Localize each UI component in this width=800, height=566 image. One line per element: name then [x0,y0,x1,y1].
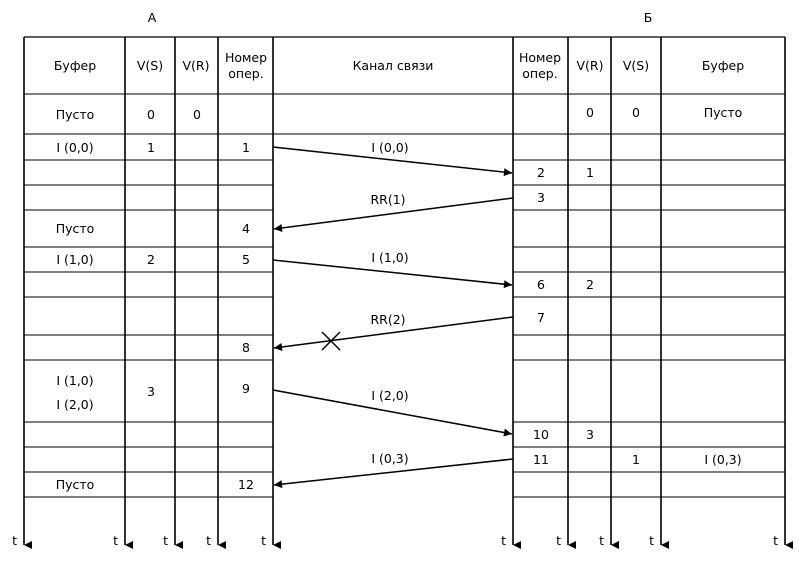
header-a-num-line1: Номер [225,50,267,65]
message-arrow-a-to-b [272,389,513,437]
cell-b-vs: 1 [632,452,640,467]
message-label: I (0,3) [371,451,408,466]
cell-b-op: 3 [537,190,545,205]
cell-b-buffer: Пусто [704,105,743,120]
message-label: I (0,0) [371,140,408,155]
message-arrow-b-to-a [273,458,514,489]
time-label: t [113,533,118,548]
time-axes [23,37,793,549]
message-arrow-a-to-b [272,146,513,177]
station-b-vs-cells: 0 1 [632,105,640,467]
cell-a-buffer: Пусто [56,477,95,492]
cell-a-op: 4 [242,221,250,236]
message-arrow-a-to-b [272,259,513,289]
cell-a-buffer: I (0,0) [56,140,93,155]
message-arrow-b-to-a [273,197,514,232]
cell-a-buffer: I (1,0) [56,252,93,267]
time-label: t [599,533,604,548]
cell-a-buffer: I (1,0) [56,373,93,388]
cell-b-vr: 3 [586,427,594,442]
time-label: t [501,533,506,548]
cell-a-op: 1 [242,140,250,155]
cell-a-buffer: Пусто [56,107,95,122]
cell-a-vr: 0 [193,107,201,122]
channel-messages: I (0,0) RR(1) I (1,0) RR(2) I (2,0) I (0… [272,140,514,489]
header-a-buffer: Буфер [54,58,96,73]
time-labels: t t t t t t t t t t [12,533,778,548]
message-label: I (1,0) [371,250,408,265]
cell-a-op: 12 [238,477,254,492]
cell-a-op: 8 [242,340,250,355]
header-a-vs: V(S) [137,58,163,73]
cell-b-op: 7 [537,310,545,325]
time-label: t [649,533,654,548]
cell-b-vr: 2 [586,277,594,292]
header-b-num-line1: Номер [519,50,561,65]
station-b-op-cells: 2 3 6 7 10 11 [533,165,549,467]
message-label: I (2,0) [371,388,408,403]
message-label: RR(1) [370,192,405,207]
time-label: t [206,533,211,548]
station-a-row-lines [24,93,273,498]
cell-b-op: 2 [537,165,545,180]
cell-b-op: 11 [533,452,549,467]
cell-a-buffer: I (2,0) [56,397,93,412]
channel-row-lines [273,93,513,135]
station-a-buffer-cells: Пусто I (0,0) Пусто I (1,0) I (1,0) I (2… [56,107,95,492]
lost-frame-cross-icon [321,331,341,351]
cell-a-op: 5 [242,252,250,267]
header-b-vs: V(S) [623,58,649,73]
header-b-vr: V(R) [577,58,604,73]
cell-b-vs: 0 [632,105,640,120]
cell-b-vr: 0 [586,105,594,120]
station-a-vs-cells: 0 1 2 3 [147,107,155,399]
time-label: t [12,533,17,548]
header-a-num-line2: опер. [228,66,263,81]
header-b-num-line2: опер. [522,66,557,81]
station-b-buffer-cells: Пусто I (0,3) [704,105,743,467]
station-b-vr-cells: 0 1 2 3 [586,105,594,442]
time-label: t [556,533,561,548]
cell-a-vs: 3 [147,384,155,399]
cell-a-vs: 2 [147,252,155,267]
cell-a-vs: 0 [147,107,155,122]
message-arrow-b-to-a [273,316,514,351]
cell-b-op: 10 [533,427,549,442]
station-a-op-cells: 1 4 5 8 9 12 [238,140,254,492]
time-label: t [163,533,168,548]
header-channel: Канал связи [353,58,434,73]
time-label: t [261,533,266,548]
cell-b-vr: 1 [586,165,594,180]
cell-a-vs: 1 [147,140,155,155]
cell-b-buffer: I (0,3) [704,452,741,467]
cell-a-buffer: Пусто [56,221,95,236]
table-header: Буфер V(S) V(R) Номер опер. Канал связи … [54,50,744,81]
time-label: t [773,533,778,548]
cell-a-op: 9 [242,381,250,396]
header-a-vr: V(R) [183,58,210,73]
message-label: RR(2) [370,312,405,327]
station-b-row-lines [513,93,785,498]
station-b-label: Б [644,10,653,25]
station-a-label: А [148,10,157,25]
cell-b-op: 6 [537,277,545,292]
header-b-buffer: Буфер [702,58,744,73]
